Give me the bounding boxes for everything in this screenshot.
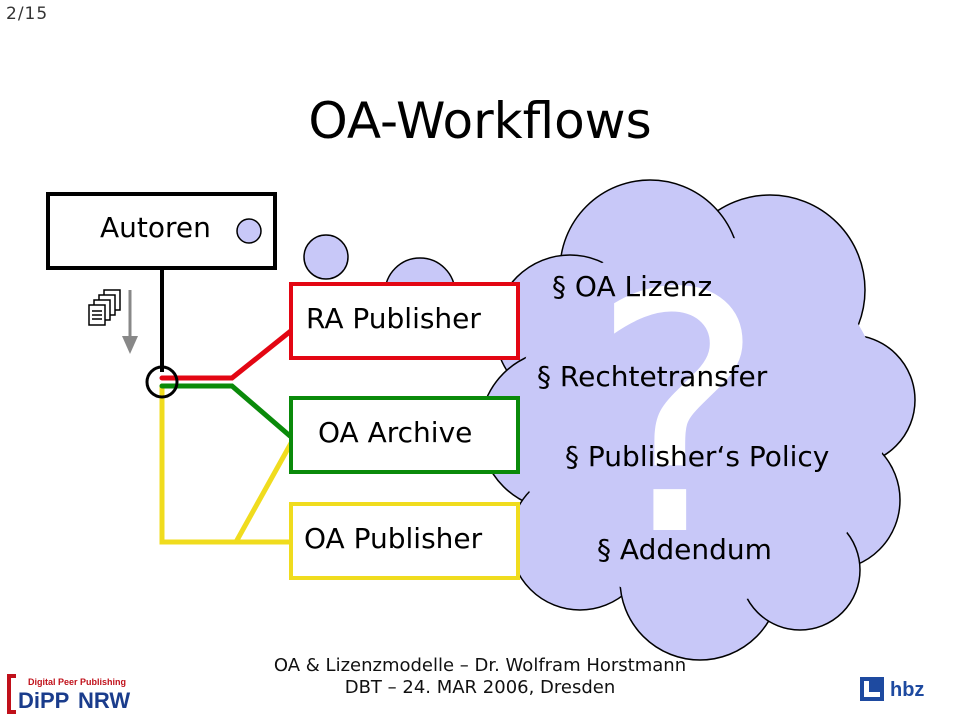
thought-cloud: ? xyxy=(479,179,916,661)
dipp-region: NRW xyxy=(78,688,130,713)
cloud-item-oa-lizenz: § OA Lizenz xyxy=(552,270,713,303)
footer: OA & Lizenzmodelle – Dr. Wolfram Horstma… xyxy=(0,655,960,699)
slide-title: OA-Workflows xyxy=(308,92,652,150)
cloud-item-rechtetransfer: § Rechtetransfer xyxy=(537,360,768,393)
oa-archive-label: OA Archive xyxy=(318,416,473,449)
documents-icon xyxy=(88,289,121,326)
junction-circle xyxy=(145,365,179,399)
footer-line-1: OA & Lizenzmodelle – Dr. Wolfram Horstma… xyxy=(273,655,687,676)
arrow-down-icon xyxy=(122,290,138,354)
oa-publisher-label: OA Publisher xyxy=(304,522,483,555)
oa-archive-box xyxy=(289,396,520,474)
cloud-item-publisher-policy: § Publisher‘s Policy xyxy=(565,440,830,473)
dipp-tagline: Digital Peer Publishing xyxy=(28,677,126,687)
workflow-lines xyxy=(159,327,298,545)
question-mark: ? xyxy=(590,224,765,608)
dipp-logo-graphic: Digital Peer Publishing DiPP NRW xyxy=(7,674,130,714)
dipp-nrw-logo: Digital Peer Publishing DiPP NRW xyxy=(6,672,146,720)
ra-publisher-box xyxy=(289,282,520,360)
autoren-label: Autoren xyxy=(100,211,211,244)
oa-publisher-box xyxy=(289,502,520,580)
hbz-text: hbz xyxy=(890,679,924,701)
autoren-bubble xyxy=(236,218,262,244)
cloud-item-addendum: § Addendum xyxy=(597,533,772,566)
footer-line-2: DBT – 24. MAR 2006, Dresden xyxy=(344,677,616,698)
ra-publisher-label: RA Publisher xyxy=(306,302,481,335)
page-number: 2/15 xyxy=(6,4,49,24)
dipp-name: DiPP xyxy=(18,688,69,713)
hbz-logo-graphic: hbz xyxy=(860,677,924,701)
thought-bubble-small xyxy=(303,234,349,280)
hbz-logo: hbz xyxy=(860,676,940,708)
